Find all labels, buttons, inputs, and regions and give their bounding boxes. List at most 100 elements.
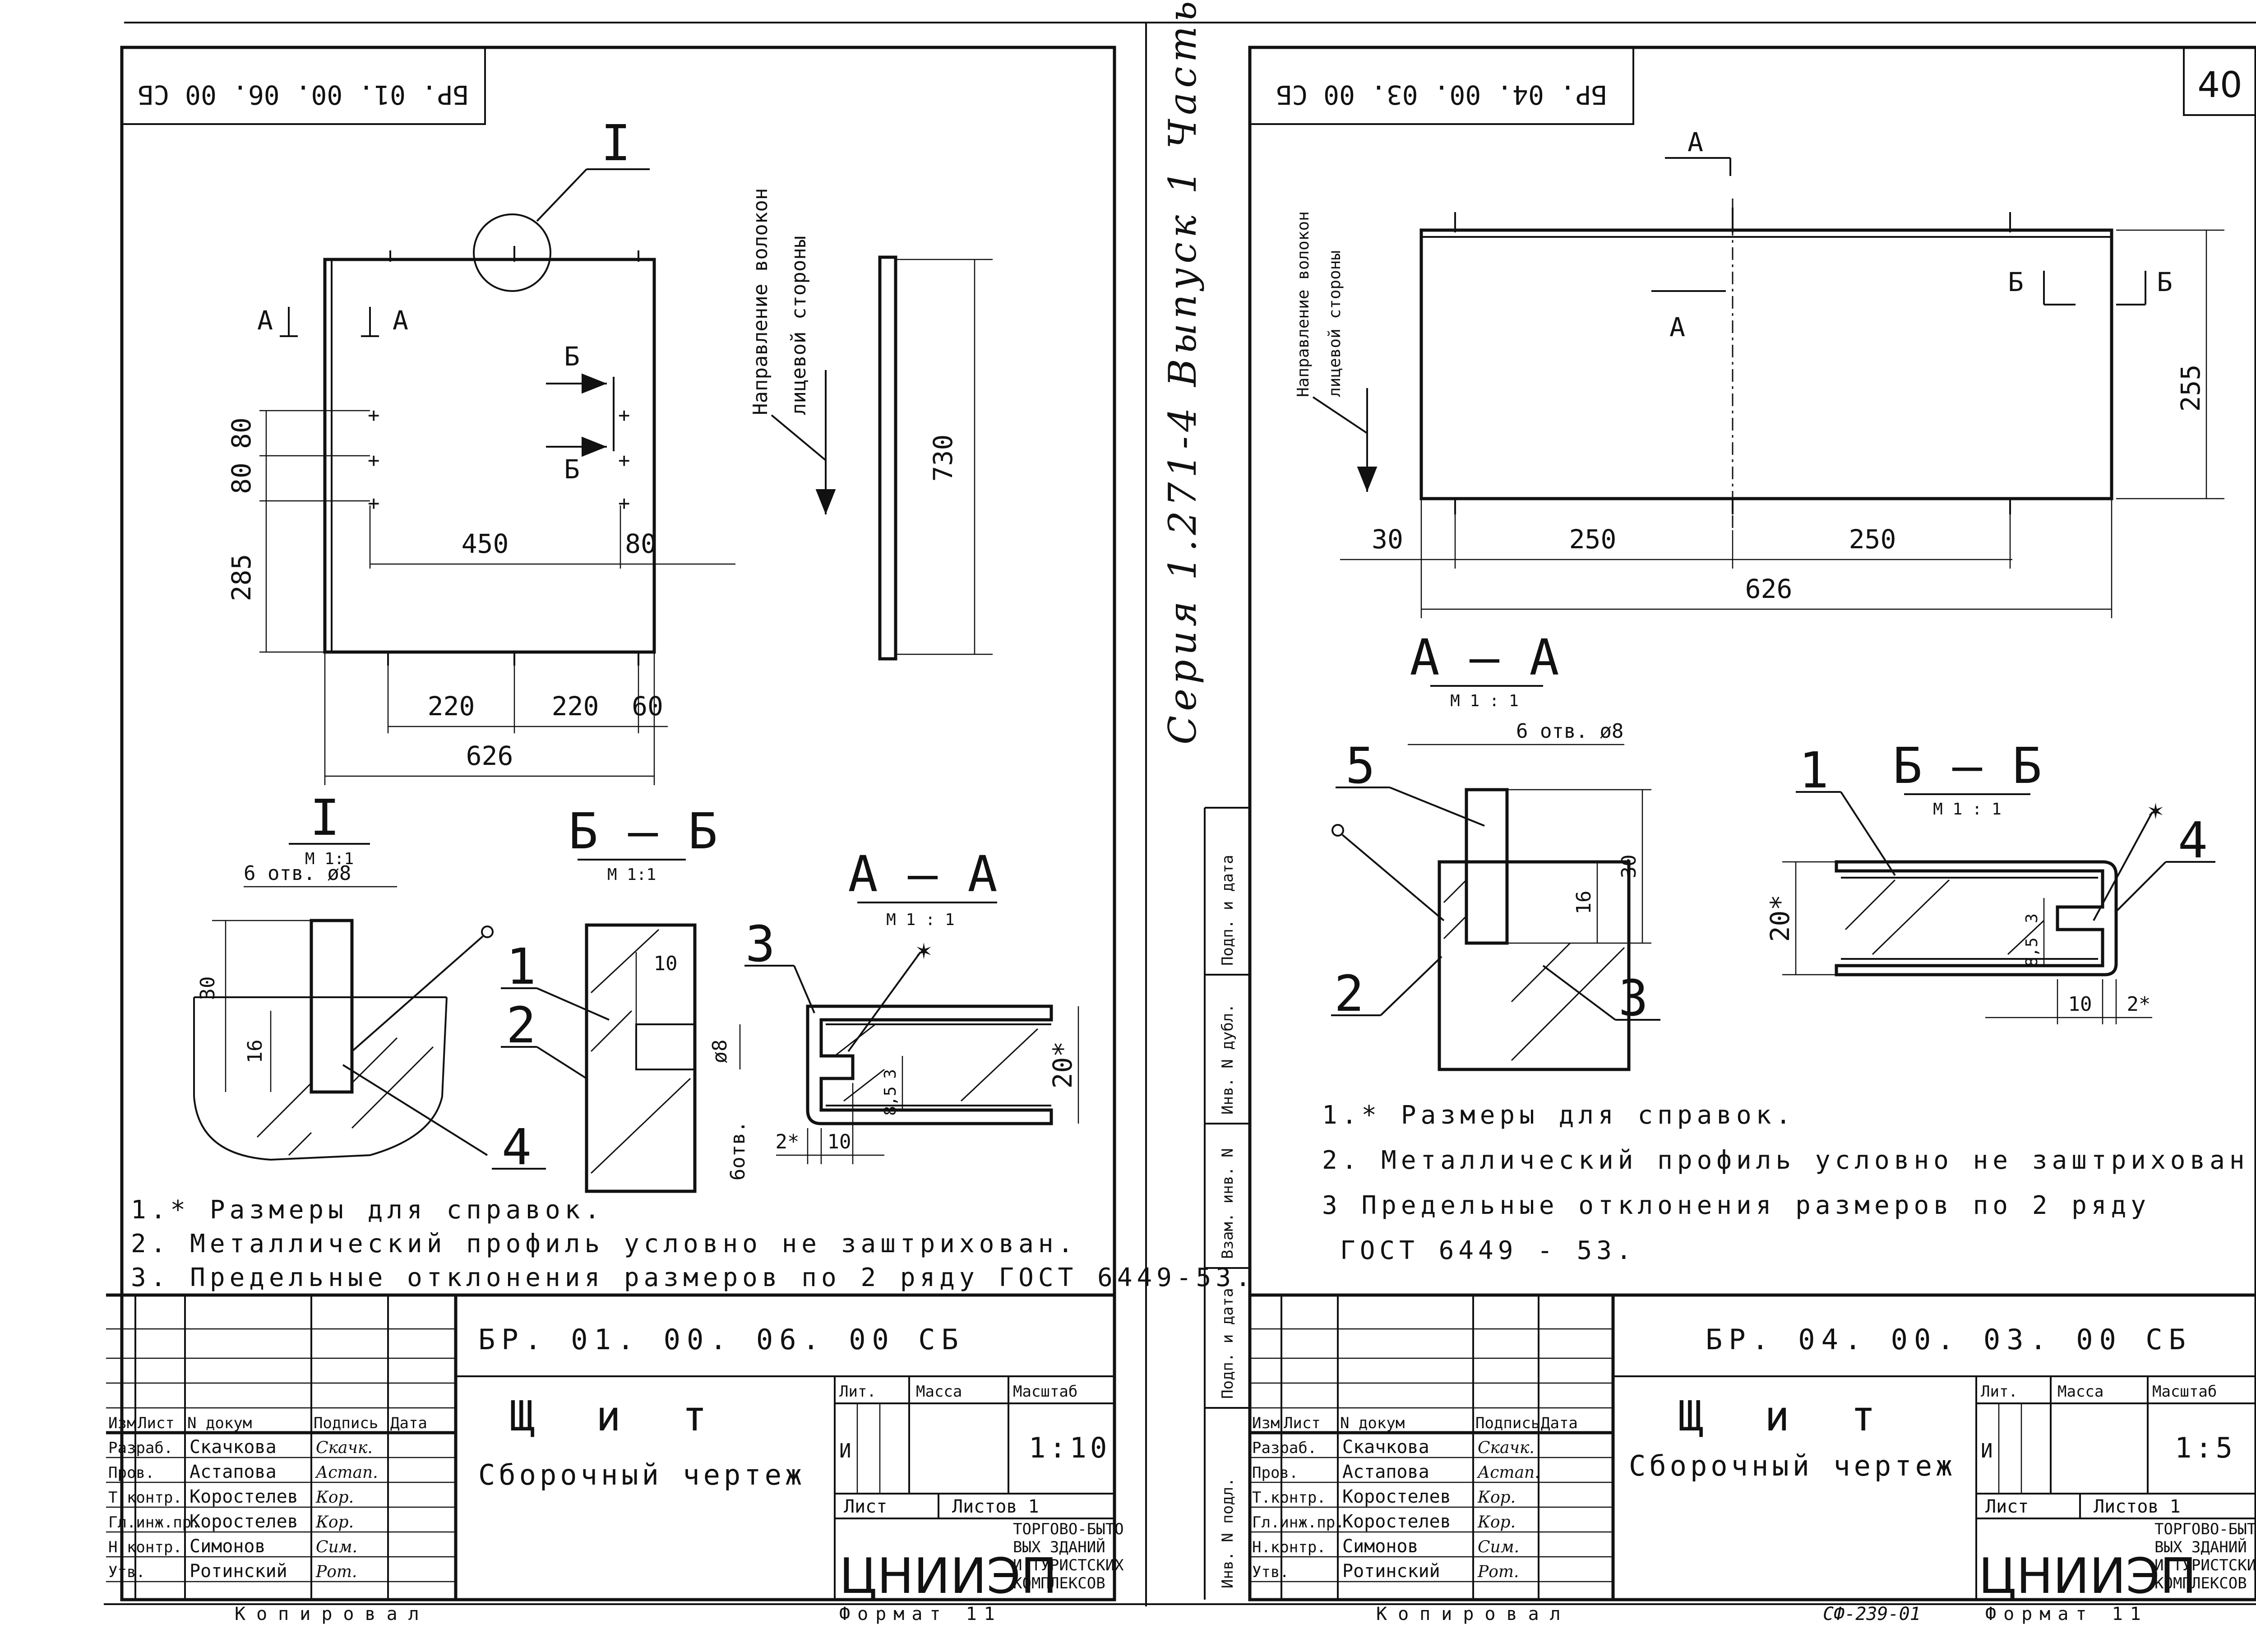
right-tb-sheet-label: Лист	[1985, 1496, 2029, 1517]
left-tb-role-5: Н.контр.	[108, 1538, 182, 1556]
right-bb-dim-2: 2*	[2127, 993, 2151, 1016]
left-bb-callout-1: 1	[506, 938, 536, 995]
left-tb-sheets-label: Листов 1	[952, 1496, 1039, 1517]
right-tb-org-line2: ВЫХ ЗДАНИЙ	[2154, 1538, 2247, 1556]
left-note-1: 1.* Размеры для справок.	[131, 1195, 604, 1225]
left-note-2: 2. Металлический профиль условно не зашт…	[131, 1229, 1077, 1259]
right-tb-name: Щ и т	[1678, 1392, 1894, 1440]
right-bottom-code: СФ-239-01	[1823, 1604, 1921, 1624]
left-tb-sig-2: Астап.	[314, 1463, 378, 1482]
left-tb-role-3: Т.контр.	[108, 1489, 182, 1507]
detail-I-scale: М 1:1	[305, 850, 354, 868]
left-tb-scale-value: 1:10	[1029, 1431, 1110, 1464]
left-aa-dim-3: 3	[881, 1069, 900, 1079]
svg-text:+: +	[618, 449, 630, 472]
right-aa-scale: М 1 : 1	[1450, 692, 1519, 710]
right-tb-sheets-label: Листов 1	[2094, 1496, 2181, 1517]
right-tb-hdr-mass: Масса	[2057, 1383, 2103, 1401]
dim-80a: 80	[226, 417, 257, 449]
right-top-stamp-box	[1249, 46, 1634, 125]
right-aa-dim-30: 30	[1618, 855, 1641, 879]
right-bb-dim-10: 10	[2068, 993, 2092, 1016]
left-tb-org-logo: ЦНИИЭП	[839, 1548, 1057, 1605]
left-tb-subtitle: Сборочный чертеж	[478, 1458, 805, 1491]
left-main-view: I А А Б Б + + + + + +	[226, 114, 735, 785]
right-sheet: БР. 04. 00. 03. 00 СБ 40 Серия 1.271-4 В…	[1160, 0, 2256, 1624]
right-aa-holes: 6 отв. ø8	[1516, 720, 1623, 743]
right-fiber-line1: Направление волокон	[1294, 211, 1313, 397]
right-aa-callout-2: 2	[1334, 965, 1364, 1023]
section-a-right-label: А	[393, 305, 408, 336]
left-inner-border	[120, 46, 1116, 1601]
detail-I-callout-4: 4	[502, 1118, 532, 1176]
right-bb-callout-1: 1	[1799, 741, 1829, 799]
right-tb-sig-4: Кор.	[1477, 1513, 1516, 1532]
right-notes: 1.* Размеры для справок. 2. Металлически…	[1322, 1101, 2256, 1265]
left-top-stamp-box	[121, 46, 486, 125]
left-bb-dim-8: ø8	[708, 1040, 731, 1064]
right-tb-sig-3: Кор.	[1477, 1488, 1516, 1507]
right-note-2: 2. Металлический профиль условно не зашт…	[1322, 1146, 2256, 1175]
dim-626: 626	[466, 740, 513, 771]
left-tb-name-3: Коростелев	[190, 1486, 298, 1507]
left-tb-hdr-lit: Лит.	[839, 1383, 876, 1401]
left-tb-sig-6: Рот.	[315, 1563, 357, 1581]
right-tb-hdr-ndoc: N докум	[1340, 1414, 1405, 1432]
right-tb-org-line4: КОМПЛЕКСОВ	[2154, 1574, 2247, 1592]
detail-I-dim-16: 16	[244, 1040, 267, 1064]
right-top-stamp: БР. 04. 00. 03. 00 СБ	[1276, 79, 1607, 110]
dim-60: 60	[632, 691, 663, 722]
left-side-view: 730	[878, 255, 993, 661]
right-bb-dim-85: 8,5	[2023, 937, 2041, 967]
left-tb-org-line2: ВЫХ ЗДАНИЙ	[1013, 1538, 1105, 1556]
right-note-3: 3 Предельные отклонения размеров по 2 ря…	[1322, 1191, 2150, 1220]
right-section-aa: А — А М 1 : 1 6 отв. ø8 30 16 5 2	[1331, 629, 1660, 1071]
right-bb-scale: М 1 : 1	[1933, 800, 2002, 819]
svg-text:✶: ✶	[916, 935, 932, 965]
left-tb-org-line4: КОМПЛЕКСОВ	[1013, 1574, 1105, 1592]
right-tb-org-logo: ЦНИИЭП	[1979, 1548, 2196, 1605]
left-aa-dim-20: 20*	[1047, 1041, 1078, 1089]
dim-250b: 250	[1849, 524, 1896, 555]
dim-255: 255	[2175, 365, 2206, 412]
dim-285: 285	[226, 554, 257, 602]
left-tb-name-4: Коростелев	[190, 1511, 298, 1532]
left-detail-I: I М 1:1 6 отв. ø8 30 16 4	[193, 789, 546, 1176]
right-bb-dim-3: 3	[2023, 913, 2041, 923]
svg-text:✶: ✶	[2148, 795, 2164, 825]
section-b-top-label: Б	[564, 341, 580, 372]
left-note-3: 3. Предельные отклонения размеров по 2 р…	[131, 1263, 1255, 1292]
right-bottom-format: Формат 11	[1985, 1604, 2148, 1624]
side-label-4: Инв. N дубл.	[1219, 1004, 1237, 1115]
left-bb-holes: 6отв.	[726, 1121, 749, 1180]
left-tb-sig-4: Кор.	[315, 1513, 354, 1532]
right-section-a-top: А	[1687, 127, 1703, 157]
svg-text:+: +	[368, 404, 380, 427]
left-bottom-copy: Копировал	[235, 1604, 430, 1624]
dim-250a: 250	[1569, 524, 1617, 555]
left-title-block: Изм Лист N докум Подпись Дата Разраб. Пр…	[106, 1293, 1124, 1624]
right-tb-doc-code: БР. 04. 00. 03. 00 СБ	[1706, 1323, 2192, 1356]
side-label-1: Инв. N подл.	[1219, 1477, 1237, 1588]
left-tb-doc-code: БР. 01. 00. 06. 00 СБ	[478, 1323, 965, 1356]
right-tb-sig-2: Астап.	[1476, 1463, 1540, 1482]
left-bb-scale: М 1:1	[607, 865, 656, 884]
left-tb-role-6: Утв.	[108, 1563, 145, 1581]
right-tb-name-4: Коростелев	[1342, 1511, 1451, 1532]
left-tb-hdr-mass: Масса	[916, 1383, 962, 1401]
right-tb-hdr-izm: Изм	[1252, 1414, 1280, 1432]
page-number: 40	[2197, 65, 2242, 106]
detail-I-circle	[473, 213, 551, 292]
left-tb-role-1: Разраб.	[108, 1439, 173, 1457]
right-bb-title: Б — Б	[1892, 737, 2042, 795]
detail-I-holes: 6 отв. ø8	[244, 862, 351, 885]
right-tb-name-2: Астапова	[1342, 1462, 1429, 1482]
right-bottom-copy: Копировал	[1376, 1604, 1572, 1624]
left-bb-callout-2: 2	[506, 996, 536, 1054]
page-number-box	[2183, 46, 2256, 116]
right-dim-626: 626	[1745, 574, 1793, 604]
right-tb-subtitle: Сборочный чертеж	[1629, 1449, 1956, 1482]
right-bb-callout-4: 4	[2178, 811, 2208, 869]
right-title-block: Изм Лист N докум Подпись Дата Разраб. Пр…	[1250, 1293, 2256, 1624]
